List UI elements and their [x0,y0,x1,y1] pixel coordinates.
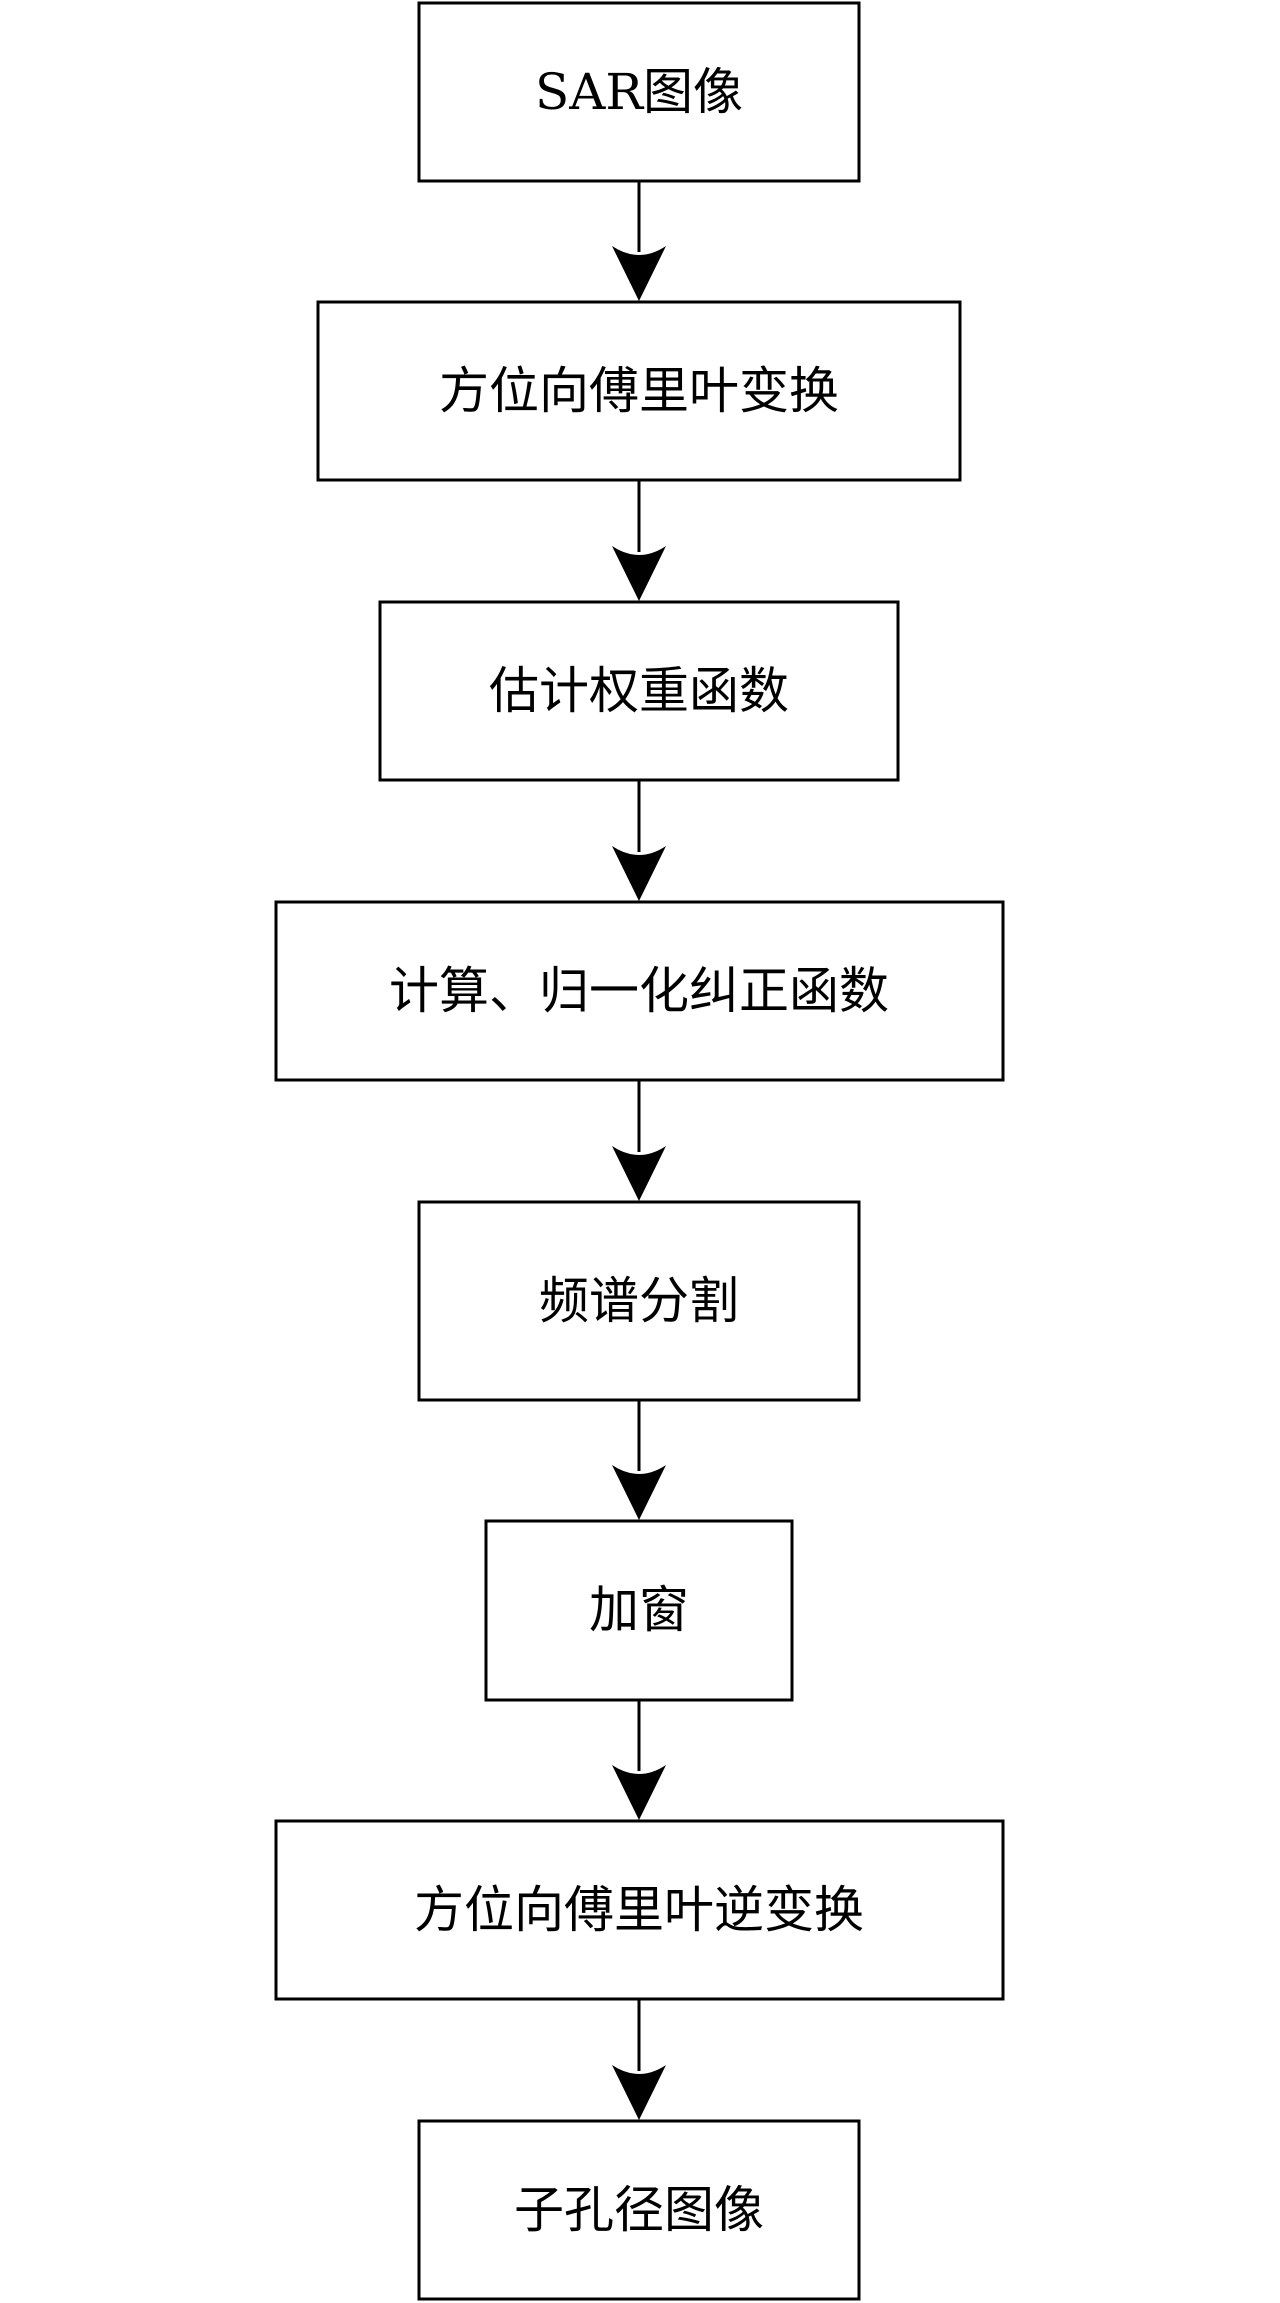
step-estimate-weight: 估计权重函数 [378,600,900,782]
step-sar-image: SAR图像 [417,1,861,183]
step-azimuth-fft: 方位向傅里叶变换 [316,300,962,482]
step-label: 子孔径图像 [514,2181,764,2239]
arrow-2 [612,480,666,601]
step-label: 方位向傅里叶变换 [439,362,839,420]
arrow-4 [612,1080,666,1201]
step-label: 计算、归一化纠正函数 [389,962,889,1020]
arrow-7 [612,1999,666,2120]
step-subaperture-image: 子孔径图像 [417,2119,861,2301]
arrow-1 [612,181,666,301]
arrow-5 [612,1400,666,1520]
step-compute-normalize: 计算、归一化纠正函数 [274,900,1005,1082]
step-label: 加窗 [589,1581,689,1639]
arrow-6 [612,1700,666,1820]
step-label: 估计权重函数 [489,662,789,720]
step-label: SAR图像 [535,63,743,121]
arrow-3 [612,780,666,901]
step-azimuth-ifft: 方位向傅里叶逆变换 [274,1819,1005,2001]
step-spectrum-split: 频谱分割 [417,1200,861,1402]
step-label: 频谱分割 [539,1272,739,1330]
step-windowing: 加窗 [484,1519,794,1702]
step-label: 方位向傅里叶逆变换 [414,1881,864,1939]
